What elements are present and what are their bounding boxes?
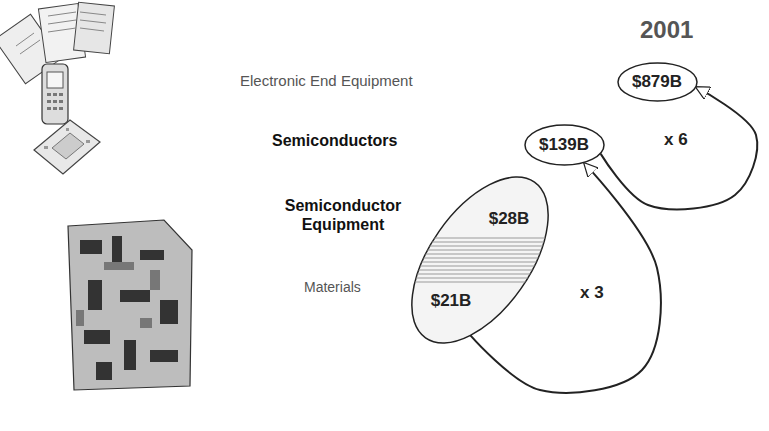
value-text: $139B bbox=[539, 135, 589, 155]
oval-shape bbox=[385, 154, 576, 367]
value-oval: $28B $21B bbox=[405, 172, 555, 348]
tier-label: Semiconductor Equipment bbox=[268, 196, 418, 234]
value-text: $21B bbox=[431, 291, 472, 311]
multiplier-label: x 6 bbox=[662, 130, 690, 150]
oval-outline bbox=[405, 172, 555, 348]
value-text: $879B bbox=[632, 72, 682, 92]
multiplier-label: x 3 bbox=[578, 283, 606, 303]
phone-illustration bbox=[42, 64, 68, 124]
value-oval: $139B bbox=[524, 124, 605, 166]
tier-label: Semiconductors bbox=[272, 131, 397, 150]
hatch-band bbox=[405, 238, 555, 282]
tier-label: Electronic End Equipment bbox=[240, 72, 413, 90]
wafer-photo bbox=[68, 220, 192, 390]
oval-shape bbox=[618, 63, 697, 101]
tier-label: Materials bbox=[304, 279, 361, 296]
value-oval: $879B bbox=[617, 62, 698, 102]
year-heading: 2001 bbox=[640, 16, 693, 45]
growth-arrow bbox=[601, 87, 758, 209]
chip-illustration bbox=[34, 120, 100, 174]
value-text: $28B bbox=[489, 209, 530, 229]
oval-shape bbox=[525, 125, 604, 165]
